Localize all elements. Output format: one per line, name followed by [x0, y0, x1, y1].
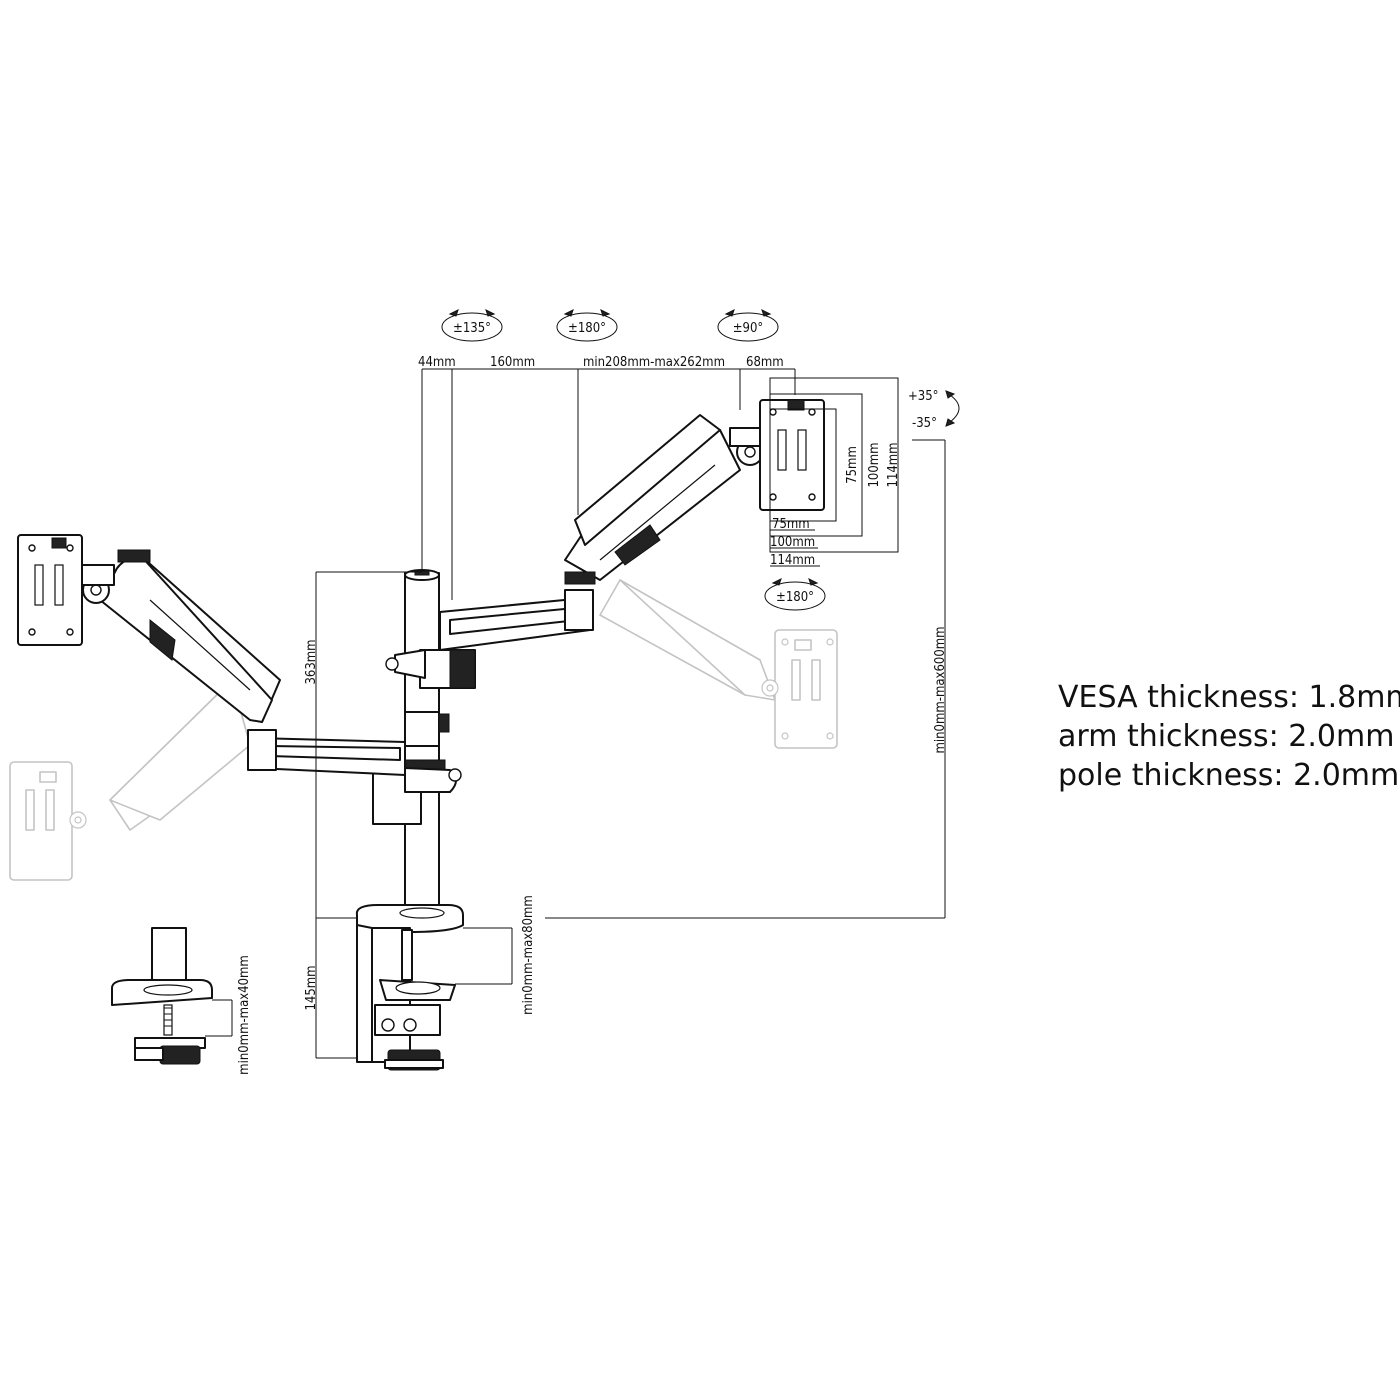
tilt-indicator: +35° -35°: [908, 389, 960, 431]
dimension-labels: 44mm 160mm min208mm-max262mm 68mm 75mm 1…: [237, 355, 948, 1075]
svg-text:±180°: ±180°: [776, 590, 814, 605]
label-head-offset: 68mm: [746, 355, 784, 370]
label-pole-to-joint: 44mm: [418, 355, 456, 370]
right-arm-assembly: [385, 399, 825, 689]
label-vesa-100-horiz: 100mm: [770, 535, 815, 550]
rotation-badge-pole: ±135°: [441, 309, 503, 342]
label-clamp-height: 145mm: [304, 965, 319, 1010]
svg-text:±90°: ±90°: [733, 321, 764, 336]
label-vesa-114-vert: 114mm: [886, 442, 901, 487]
label-clamp-range: min0mm-max80mm: [521, 895, 536, 1015]
svg-text:±180°: ±180°: [568, 321, 606, 336]
dimension-lines: [205, 368, 946, 1059]
spec-vesa-thickness: VESA thickness: 1.8mm: [1058, 680, 1400, 715]
label-first-arm: 160mm: [490, 355, 535, 370]
label-vesa-75-vert: 75mm: [845, 446, 860, 484]
label-vesa-100-vert: 100mm: [867, 442, 882, 487]
rotation-badge-swivel: ±90°: [717, 309, 779, 342]
grommet-mount: [111, 927, 213, 1065]
label-vesa-114-horiz: 114mm: [770, 553, 815, 568]
rotation-badge-rotate: ±180°: [764, 578, 826, 611]
rotation-badge-arm: ±180°: [556, 309, 618, 342]
svg-text:+35°: +35°: [908, 389, 939, 404]
ghost-right-arm: [599, 579, 838, 749]
desk-clamp: [355, 904, 464, 1071]
label-vesa-75-horiz: 75mm: [772, 517, 810, 532]
spec-pole-thickness: pole thickness: 2.0mm: [1058, 758, 1400, 793]
left-arm-assembly: [17, 534, 462, 825]
ghost-left-arm: [9, 679, 251, 881]
label-grommet-range: min0mm-max40mm: [237, 955, 252, 1075]
label-height-range: min0mm-max600mm: [933, 626, 948, 753]
label-pole-height: 363mm: [304, 639, 319, 684]
svg-text:-35°: -35°: [912, 416, 937, 431]
svg-text:±135°: ±135°: [453, 321, 491, 336]
thickness-specs: VESA thickness: 1.8mm arm thickness: 2.0…: [1058, 678, 1400, 795]
spec-arm-thickness: arm thickness: 2.0mm: [1058, 719, 1395, 754]
label-second-arm: min208mm-max262mm: [583, 355, 725, 370]
